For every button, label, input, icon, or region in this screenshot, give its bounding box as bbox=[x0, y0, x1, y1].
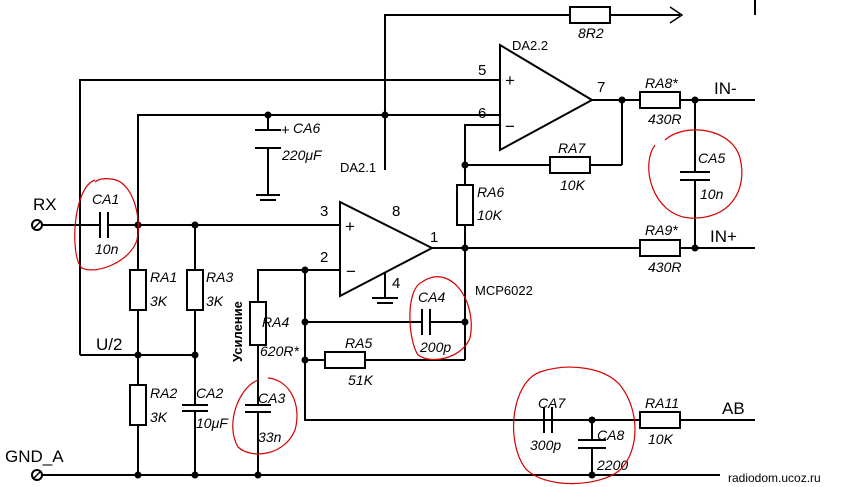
resistor-ra10 bbox=[569, 6, 611, 24]
ca7-value: 300p bbox=[530, 437, 561, 453]
pin-1: 1 bbox=[430, 229, 438, 246]
ca6-name: CA6 bbox=[293, 120, 320, 136]
da21-plus: + bbox=[345, 217, 355, 236]
resistor-ra3 bbox=[186, 269, 204, 311]
da21-minus: − bbox=[346, 262, 356, 281]
in-minus-label: IN- bbox=[714, 79, 737, 98]
capacitor-ca6 bbox=[255, 129, 281, 149]
pin-8: 8 bbox=[392, 203, 400, 220]
ca8-value: 2200 bbox=[596, 457, 628, 473]
da22-label: DA2.2 bbox=[512, 38, 548, 53]
capacitor-ca8 bbox=[578, 439, 606, 449]
ca8-name: CA8 bbox=[597, 427, 624, 443]
gnd-terminal bbox=[31, 469, 43, 481]
ca3-name: CA3 bbox=[258, 390, 285, 406]
resistor-ra2 bbox=[129, 384, 147, 426]
watermark: radiodom.ucoz.ru bbox=[728, 471, 821, 485]
resistor-ra8 bbox=[639, 91, 681, 109]
resistor-ra7 bbox=[549, 156, 591, 174]
da22-plus: + bbox=[505, 71, 515, 90]
ca1-value: 10n bbox=[95, 241, 119, 257]
da21-label: DA2.1 bbox=[340, 160, 376, 175]
ra10-value: 8R2 bbox=[578, 25, 604, 41]
ca7-name: CA7 bbox=[538, 395, 566, 411]
opamp-da22 bbox=[499, 43, 595, 152]
u2-label: U/2 bbox=[96, 335, 122, 354]
resistor-ra4 bbox=[249, 301, 267, 346]
resistor-ra1 bbox=[129, 269, 147, 311]
ra11-value: 10K bbox=[648, 431, 674, 447]
in-plus-label: IN+ bbox=[710, 227, 737, 246]
ra7-name: RA7 bbox=[558, 140, 586, 156]
resistor-ra5 bbox=[324, 351, 366, 369]
mcp-label: MCP6022 bbox=[475, 283, 533, 298]
ra2-value: 3K bbox=[150, 409, 168, 425]
ca4-value: 200p bbox=[419, 339, 451, 355]
resistor-ra11 bbox=[639, 411, 681, 429]
ab-label: AB bbox=[722, 399, 745, 418]
ca5-name: CA5 bbox=[698, 150, 725, 166]
ra11-name: RA11 bbox=[645, 395, 679, 411]
da22-minus: − bbox=[505, 117, 515, 136]
rx-label: RX bbox=[33, 195, 57, 214]
ca3-value: 33n bbox=[258, 429, 282, 445]
resistor-ra9 bbox=[639, 239, 681, 257]
gnd-label: GND_A bbox=[5, 447, 64, 466]
resistor-ra6 bbox=[456, 184, 474, 226]
pin-7: 7 bbox=[597, 79, 605, 96]
opamp-da21 bbox=[339, 200, 435, 298]
ra7-value: 10K bbox=[560, 177, 586, 193]
pin-3: 3 bbox=[320, 203, 328, 220]
ra1-name: RA1 bbox=[150, 269, 177, 285]
ra4-name: RA4 bbox=[262, 314, 289, 330]
ra2-name: RA2 bbox=[150, 385, 177, 401]
capacitor-ca4 bbox=[421, 309, 431, 335]
ra9-name: RA9* bbox=[645, 222, 678, 238]
capacitor-ca5 bbox=[680, 171, 710, 181]
pin-4: 4 bbox=[392, 275, 400, 292]
watermark-bg bbox=[725, 470, 845, 485]
capacitor-ca7 bbox=[543, 407, 553, 433]
ra1-value: 3K bbox=[150, 293, 168, 309]
red-annotations bbox=[74, 129, 743, 485]
ra8-name: RA8* bbox=[645, 75, 678, 91]
pin-6: 6 bbox=[478, 105, 486, 122]
ca6-plus: + bbox=[281, 122, 290, 139]
ra5-value: 51K bbox=[348, 372, 374, 388]
ra3-name: RA3 bbox=[206, 269, 233, 285]
ra6-value: 10K bbox=[477, 207, 503, 223]
ca5-value: 10n bbox=[700, 186, 724, 202]
capacitor-ca3 bbox=[245, 404, 271, 413]
ra8-value: 430R bbox=[648, 111, 681, 127]
ca4-name: CA4 bbox=[418, 289, 445, 305]
gain-label: Усиление bbox=[230, 301, 245, 362]
wires bbox=[42, 0, 756, 476]
ra9-value: 430R bbox=[648, 259, 681, 275]
pin-5: 5 bbox=[478, 62, 486, 79]
capacitor-ca1 bbox=[99, 212, 109, 238]
capacitor-ca2 bbox=[182, 404, 208, 412]
pin-2: 2 bbox=[320, 249, 328, 266]
ra4-value: 620R* bbox=[260, 343, 299, 359]
rx-terminal bbox=[31, 219, 43, 231]
ca2-value: 10μF bbox=[196, 415, 229, 431]
ra6-name: RA6 bbox=[477, 184, 504, 200]
ra5-name: RA5 bbox=[345, 335, 372, 351]
ra3-value: 3K bbox=[206, 293, 224, 309]
ca2-name: CA2 bbox=[196, 385, 223, 401]
ca6-value: 220μF bbox=[281, 147, 323, 163]
ca1-name: CA1 bbox=[92, 191, 119, 207]
